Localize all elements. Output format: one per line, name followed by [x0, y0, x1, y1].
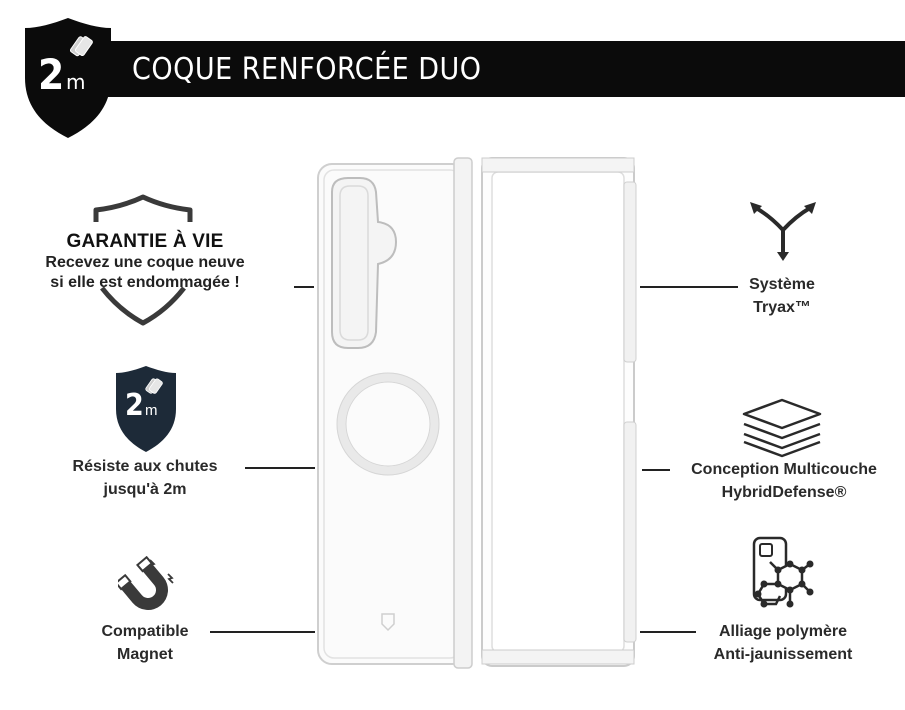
feature-magnet: Compatible Magnet — [20, 620, 270, 666]
magnet-icon-wrap — [114, 555, 184, 616]
feature-tryax-line-2: Tryax™ — [753, 299, 811, 316]
feature-multilayer: Conception Multicouche HybridDefense® — [666, 458, 902, 504]
feature-drop-resistance: Résiste aux chutes jusqu'à 2m — [20, 455, 270, 501]
title-bar — [108, 41, 905, 97]
connector-line-polymer — [640, 631, 696, 633]
layers-icon-wrap — [740, 398, 824, 458]
drop-shield-badge — [113, 364, 179, 454]
shield-icon — [25, 18, 111, 138]
layers-icon — [742, 398, 822, 458]
connector-line-tryax — [640, 286, 738, 288]
guarantee-line-1: Recevez une coque neuve — [45, 254, 245, 271]
header-badge-unit: m — [66, 70, 86, 94]
polymer-icon-wrap — [750, 536, 814, 616]
connector-line-guarantee — [294, 286, 314, 288]
drop-shield-icon — [116, 366, 176, 452]
feature-drop-line-1: Résiste aux chutes — [72, 458, 218, 475]
connector-line-multilayer — [642, 469, 670, 471]
feature-magnet-line-1: Compatible — [101, 623, 189, 640]
feature-polymer-line-1: Alliage polymère — [718, 623, 848, 640]
guarantee-shield — [88, 192, 198, 330]
guarantee-title: GARANTIE À VIE — [66, 231, 224, 252]
header-shield-badge — [22, 16, 114, 140]
feature-tryax-line-1: Système — [749, 276, 815, 293]
tryax-arrows-icon — [750, 202, 816, 261]
drop-badge-number: 2 — [125, 388, 144, 423]
tryax-icon-wrap — [748, 196, 818, 262]
shield-outline-icon — [93, 194, 193, 326]
guarantee-line-2: si elle est endommagée ! — [50, 274, 240, 291]
phone-case-illustration — [310, 152, 650, 672]
connector-line-magnet — [210, 631, 315, 633]
feature-multilayer-line-1: Conception Multicouche — [691, 461, 877, 478]
feature-magnet-line-2: Magnet — [117, 646, 173, 663]
polymer-molecule-icon — [752, 536, 814, 608]
page-title: COQUE RENFORCÉE DUO — [132, 52, 482, 87]
phone-case-icon — [317, 157, 637, 669]
header-badge-number: 2 — [38, 50, 65, 99]
connector-line-drop — [245, 467, 315, 469]
magnet-icon — [114, 555, 174, 610]
feature-multilayer-line-2: HybridDefense® — [721, 484, 847, 501]
feature-polymer-line-2: Anti-jaunissement — [713, 646, 853, 663]
feature-polymer: Alliage polymère Anti-jaunissement — [680, 620, 886, 666]
feature-tryax: Système Tryax™ — [690, 273, 874, 319]
feature-drop-line-2: jusqu'à 2m — [103, 481, 187, 498]
drop-badge-unit: m — [145, 402, 158, 419]
